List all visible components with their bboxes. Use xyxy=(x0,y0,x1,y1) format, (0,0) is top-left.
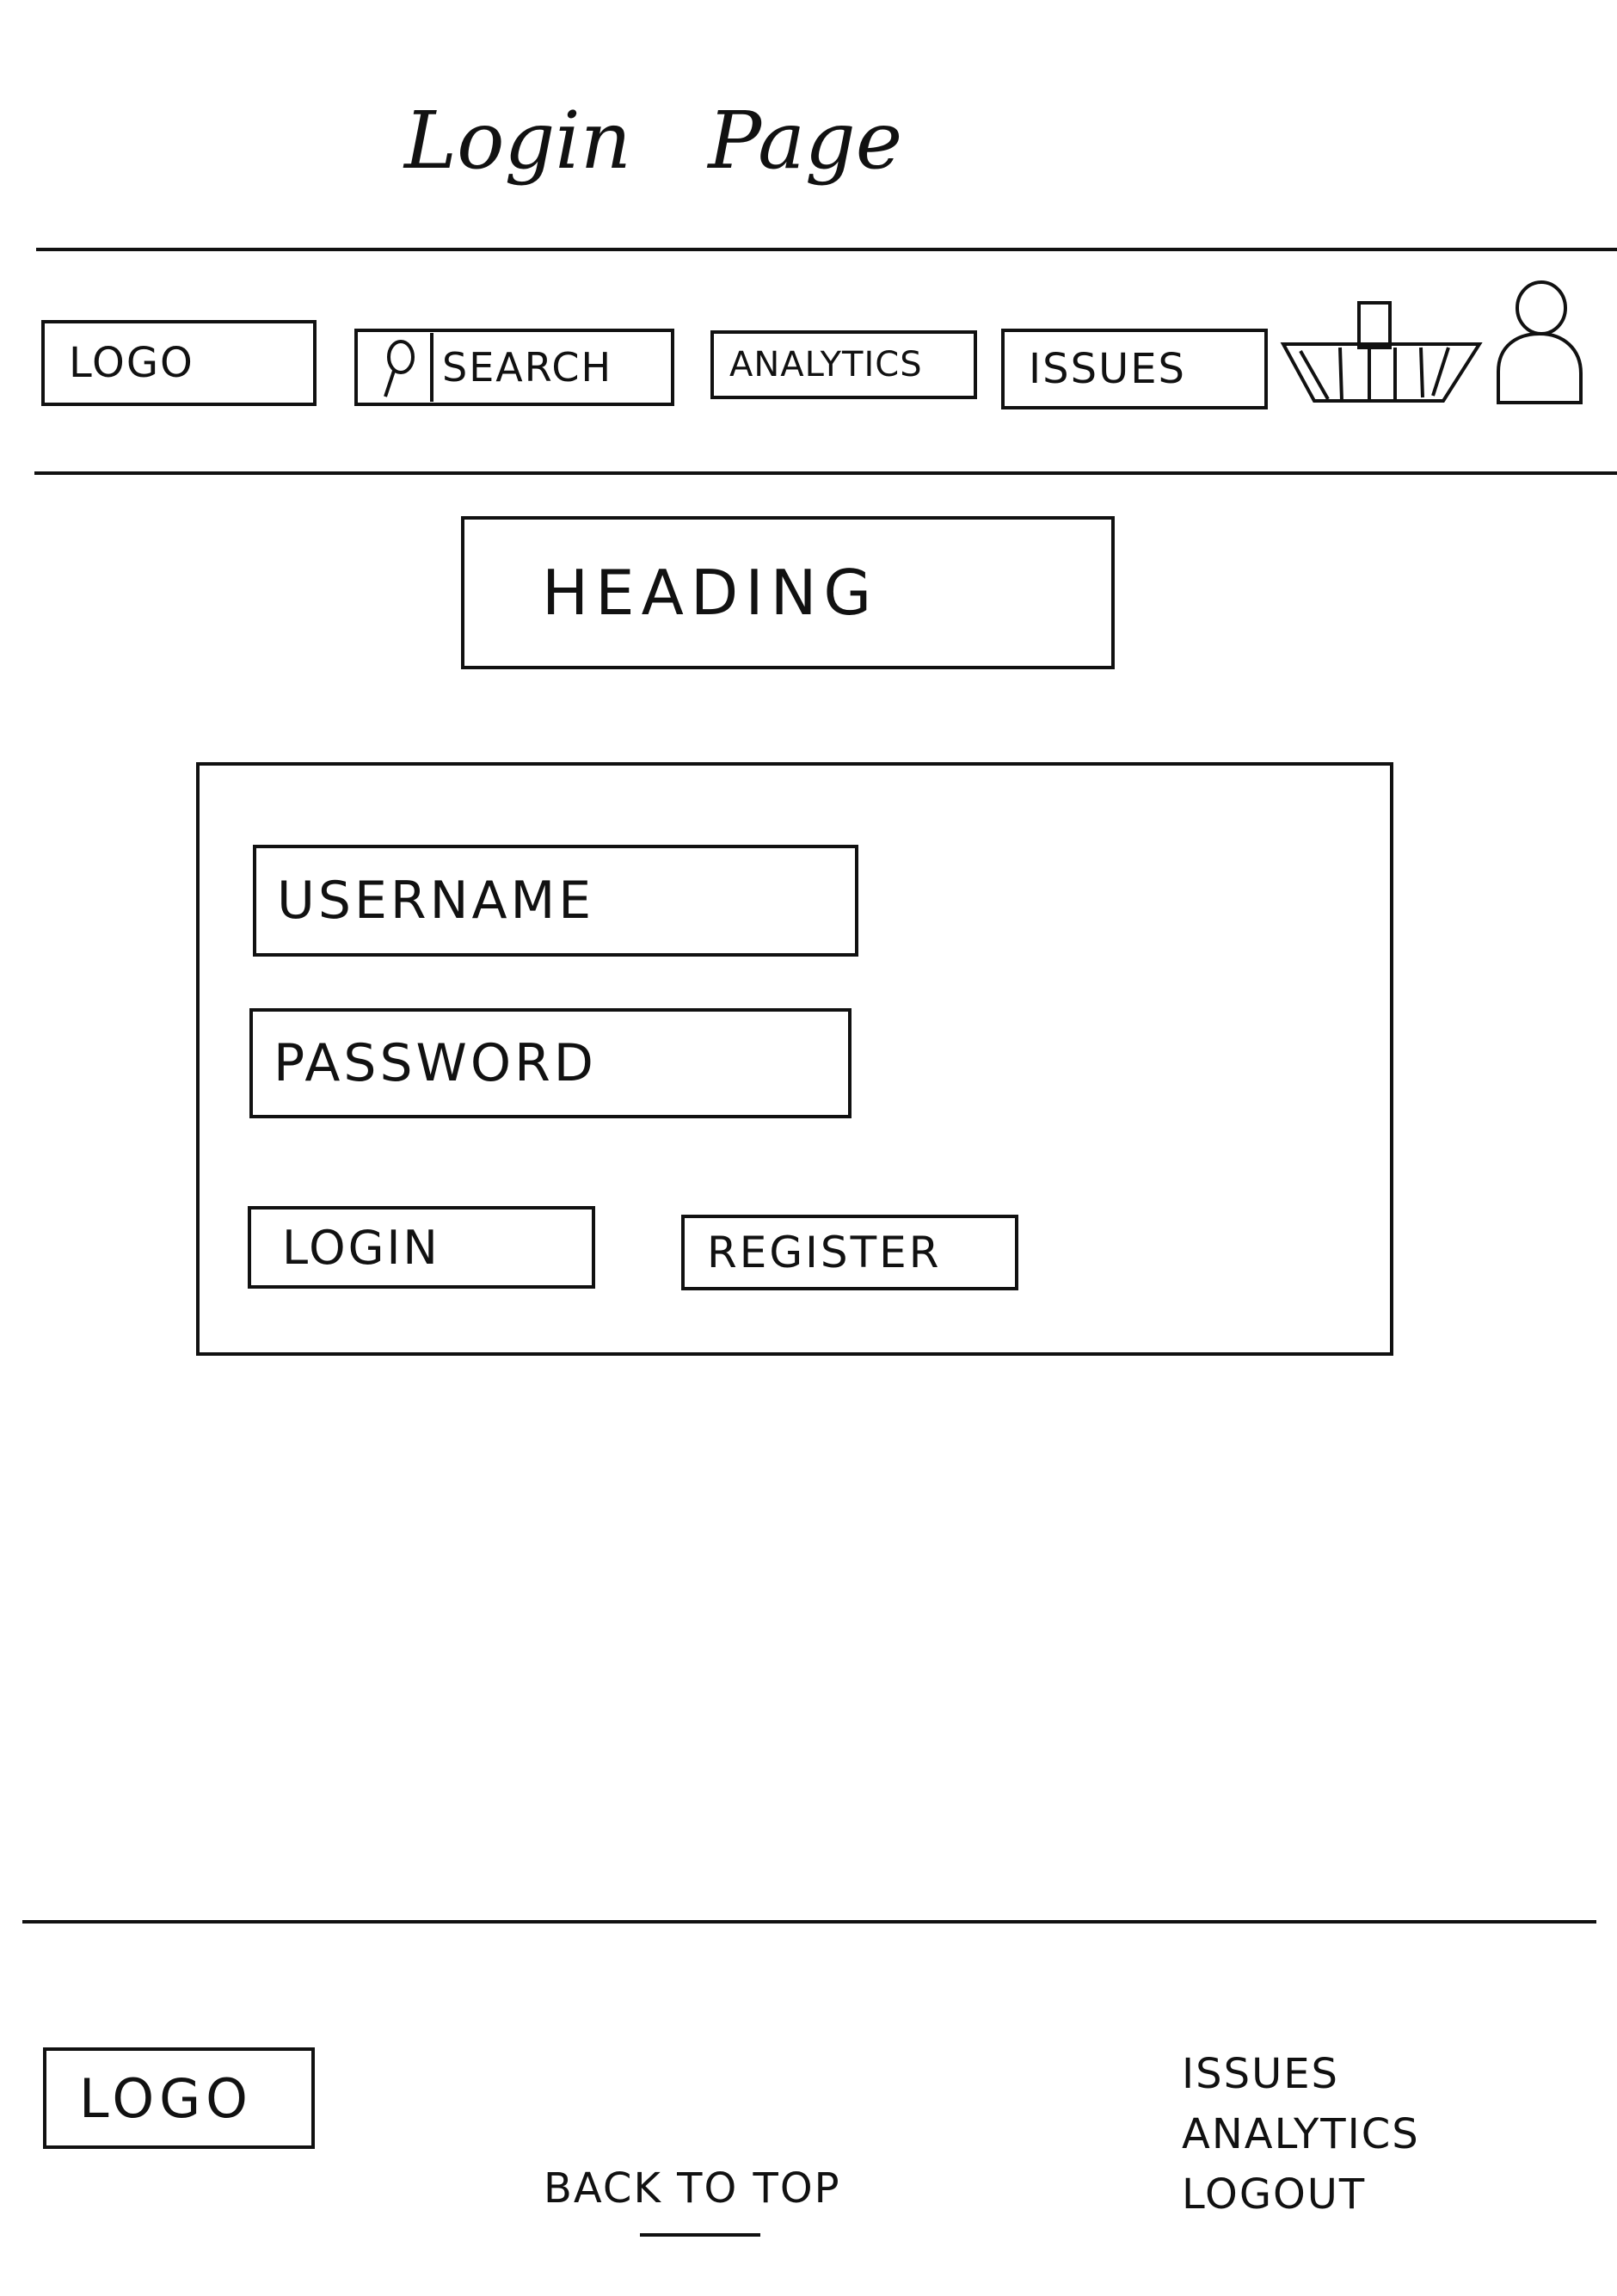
user-icon[interactable] xyxy=(1491,277,1586,408)
back-to-top-link[interactable]: BACK TO TOP xyxy=(544,2161,905,2256)
header-logo[interactable]: LOGO xyxy=(41,320,317,406)
search-label: SEARCH xyxy=(442,344,613,391)
page-title: Login Page xyxy=(404,95,903,187)
footer-divider xyxy=(22,1920,1596,1924)
footer-link-analytics[interactable]: ANALYTICS xyxy=(1182,2110,1420,2158)
heading-text: HEADING xyxy=(542,557,879,629)
footer-links: ISSUES ANALYTICS LOGOUT xyxy=(1182,2044,1543,2225)
header-top-divider xyxy=(36,248,1617,251)
search-button[interactable]: SEARCH xyxy=(354,329,674,406)
username-field[interactable]: USERNAME xyxy=(253,845,858,957)
register-button[interactable]: REGISTER xyxy=(681,1215,1018,1290)
search-icon xyxy=(375,333,433,402)
footer-logo[interactable]: LOGO xyxy=(43,2047,315,2149)
back-to-top-underline xyxy=(640,2233,760,2237)
heading-box: HEADING xyxy=(461,516,1115,669)
register-button-label: REGISTER xyxy=(707,1228,942,1277)
basket-icon[interactable] xyxy=(1280,299,1483,406)
password-field[interactable]: PASSWORD xyxy=(249,1008,852,1118)
nav-issues-label: ISSUES xyxy=(1029,345,1187,393)
login-form xyxy=(196,762,1393,1356)
password-placeholder: PASSWORD xyxy=(274,1033,598,1093)
back-to-top-label: BACK TO TOP xyxy=(544,2164,841,2213)
footer-link-logout[interactable]: LOGOUT xyxy=(1182,2170,1367,2219)
header-logo-text: LOGO xyxy=(69,339,194,387)
footer-link-issues[interactable]: ISSUES xyxy=(1182,2050,1340,2098)
header-bottom-divider xyxy=(34,471,1617,475)
nav-analytics[interactable]: ANALYTICS xyxy=(710,330,977,399)
username-placeholder: USERNAME xyxy=(277,871,595,931)
footer-logo-text: LOGO xyxy=(79,2066,253,2130)
nav-analytics-label: ANALYTICS xyxy=(729,345,923,385)
nav-issues[interactable]: ISSUES xyxy=(1001,329,1268,409)
login-button-label: LOGIN xyxy=(282,1220,440,1275)
login-button[interactable]: LOGIN xyxy=(248,1206,595,1289)
